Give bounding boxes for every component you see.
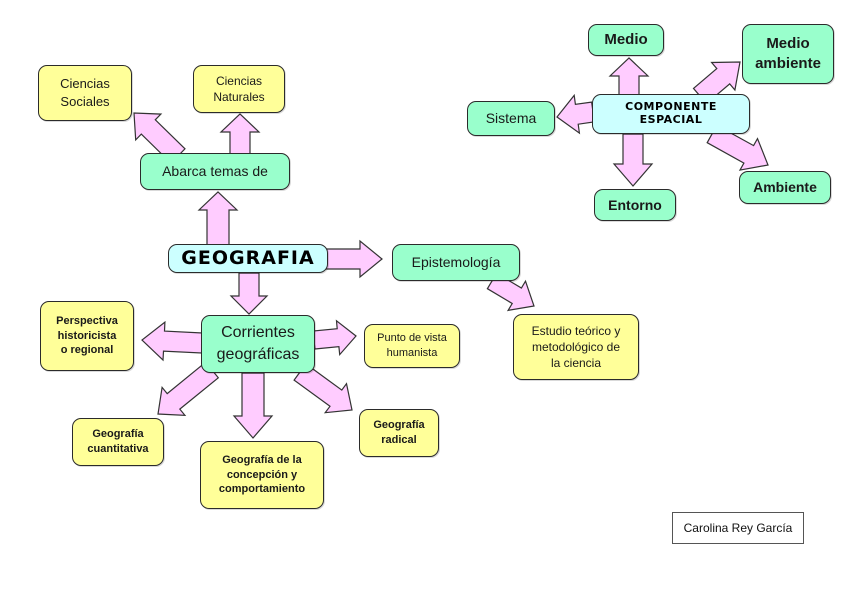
node-ciencias-naturales: Ciencias Naturales <box>193 65 285 113</box>
arrow-abarca-naturales <box>219 113 261 156</box>
node-geografia-radical: Geografía radical <box>359 409 439 457</box>
node-epistemologia: Epistemología <box>392 244 520 281</box>
author-label: Carolina Rey García <box>672 512 804 544</box>
arrow-corrientes-cuantitativa <box>157 361 220 416</box>
node-ciencias-sociales: Ciencias Sociales <box>38 65 132 121</box>
arrow-corrientes-concepcion <box>232 372 274 439</box>
node-ambiente: Ambiente <box>739 171 831 204</box>
node-geografia: GEOGRAFIA <box>168 244 328 273</box>
arrow-corrientes-perspectiva <box>141 320 204 362</box>
node-corrientes-geograficas: Corrientes geográficas <box>201 315 315 373</box>
node-medio-ambiente: Medio ambiente <box>742 24 834 84</box>
arrow-comp-entorno <box>612 133 654 187</box>
arrow-comp-medioamb <box>692 61 741 105</box>
arrow-geografia-abarca <box>197 191 239 247</box>
arrow-geografia-corrientes <box>229 272 269 315</box>
arrow-corrientes-humanista <box>312 319 357 357</box>
node-punto-vista-humanista: Punto de vista humanista <box>364 324 460 368</box>
node-geografia-cuantitativa: Geografía cuantitativa <box>72 418 164 466</box>
node-estudio-teorico: Estudio teórico y metodológico de la cie… <box>513 314 639 380</box>
node-perspectiva-historicista: Perspectiva historicista o regional <box>40 301 134 371</box>
arrow-comp-sistema <box>556 93 596 135</box>
arrow-geografia-epistemologia <box>325 239 383 279</box>
node-abarca-temas: Abarca temas de <box>140 153 290 190</box>
node-geografia-concepcion: Geografía de la concepción y comportamie… <box>200 441 324 509</box>
node-componente-espacial: COMPONENTE ESPACIAL <box>592 94 750 134</box>
node-sistema: Sistema <box>467 101 555 136</box>
node-medio: Medio <box>588 24 664 56</box>
arrow-comp-medio <box>608 57 650 97</box>
node-entorno: Entorno <box>594 189 676 221</box>
